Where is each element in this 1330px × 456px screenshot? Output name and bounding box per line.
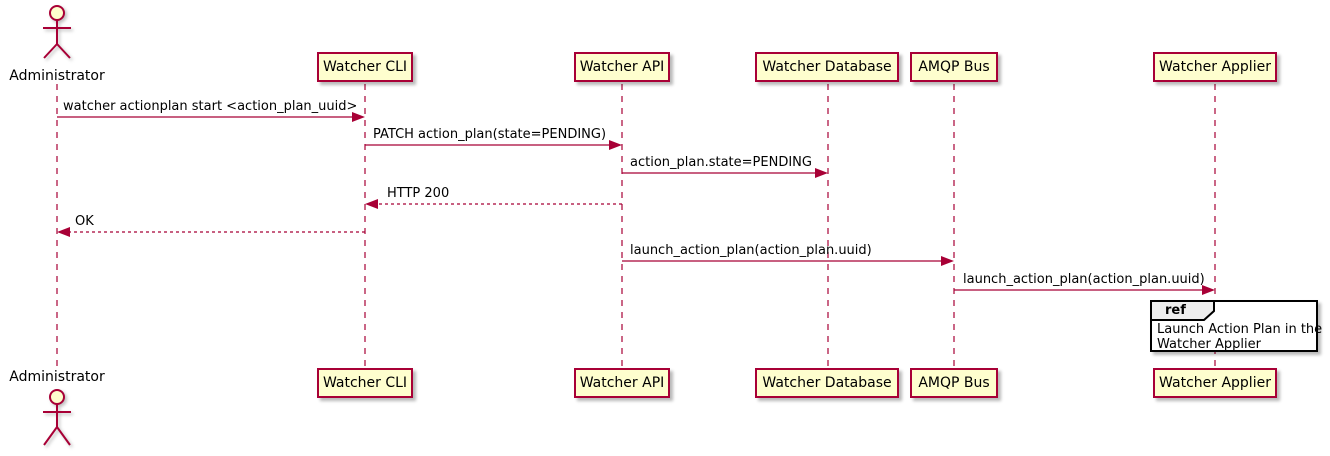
ref-keyword: ref [1165, 303, 1186, 318]
participant-box-watcher-database-top: Watcher Database [755, 52, 899, 82]
participant-box-amqp-bus-bottom: AMQP Bus [910, 368, 998, 398]
message-label-6: launch_action_plan(action_plan.uuid) [630, 243, 872, 258]
message-label-3: action_plan.state=PENDING [630, 155, 812, 170]
message-label-1: watcher actionplan start <action_plan_uu… [63, 99, 358, 114]
arrow-head [1202, 285, 1215, 295]
participant-box-watcher-database-bottom: Watcher Database [755, 368, 899, 398]
participant-box-amqp-bus-top: AMQP Bus [910, 52, 998, 82]
message-arrow-2 [365, 140, 622, 150]
actor-icon-top [43, 5, 71, 59]
arrow-head [815, 168, 828, 178]
participant-box-watcher-api-top: Watcher API [574, 52, 670, 82]
ref-header-shape [1150, 300, 1215, 321]
arrow-head [352, 112, 365, 122]
participant-box-watcher-cli-top: Watcher CLI [317, 52, 413, 82]
message-label-5: OK [75, 214, 94, 229]
actor-icon-bottom [43, 389, 71, 446]
participant-box-watcher-api-bottom: Watcher API [574, 368, 670, 398]
message-arrow-6 [622, 256, 954, 266]
message-label-7: launch_action_plan(action_plan.uuid) [963, 272, 1205, 287]
arrow-head [57, 227, 70, 237]
message-arrow-1 [57, 112, 365, 122]
actor-label-top: Administrator [9, 68, 105, 84]
actor-label-bottom: Administrator [9, 369, 105, 385]
participant-box-watcher-applier-top: Watcher Applier [1153, 52, 1277, 82]
arrow-head [365, 199, 378, 209]
message-arrow-7 [954, 285, 1215, 295]
arrow-head [941, 256, 954, 266]
ref-body-line-1: Launch Action Plan in the [1157, 322, 1323, 337]
participant-box-watcher-cli-bottom: Watcher CLI [317, 368, 413, 398]
participant-box-watcher-applier-bottom: Watcher Applier [1153, 368, 1277, 398]
message-arrow-3 [622, 168, 828, 178]
message-arrow-5 [57, 227, 365, 237]
ref-fragment-box: ref Launch Action Plan in the Watcher Ap… [1150, 300, 1322, 352]
message-arrow-4 [365, 199, 622, 209]
message-label-2: PATCH action_plan(state=PENDING) [373, 127, 607, 142]
arrow-head [609, 140, 622, 150]
ref-body-text: Launch Action Plan in the Watcher Applie… [1157, 322, 1322, 352]
message-label-4: HTTP 200 [387, 186, 450, 201]
ref-body-line-2: Watcher Applier [1157, 337, 1261, 352]
